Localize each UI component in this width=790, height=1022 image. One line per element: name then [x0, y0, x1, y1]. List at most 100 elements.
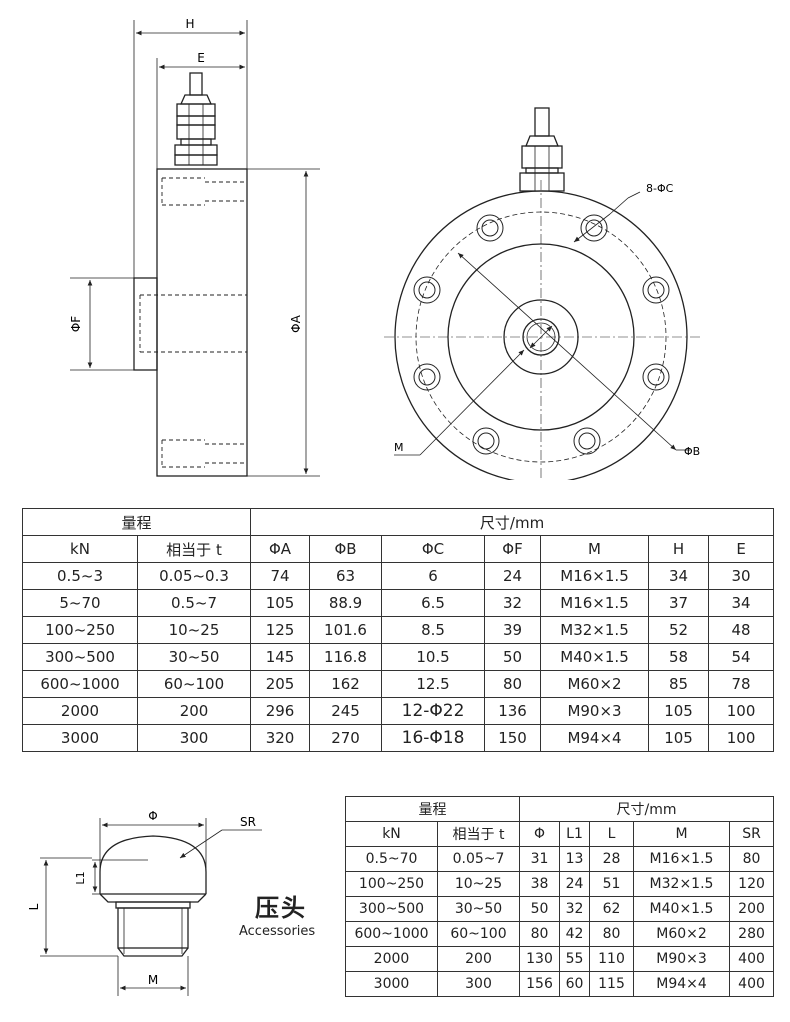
column-header: ΦC — [381, 535, 486, 563]
table-cell: 300 — [437, 971, 520, 997]
table-cell: 50 — [484, 643, 542, 671]
table-cell: 300~500 — [345, 896, 438, 922]
table-cell: 63 — [309, 562, 383, 590]
table-cell: 32 — [559, 896, 590, 922]
table-cell: 10.5 — [381, 643, 486, 671]
table-header-row: kN 相当于 t Φ L1 L M SR — [345, 821, 775, 847]
table-cell: 60 — [559, 971, 590, 997]
table-cell: 80 — [589, 921, 634, 947]
table-cell: 6.5 — [381, 589, 486, 617]
table-cell: 50 — [519, 896, 560, 922]
table-cell: 0.5~7 — [136, 589, 252, 617]
table-cell: M60×2 — [633, 921, 730, 947]
table-cell: 80 — [484, 670, 542, 698]
table-cell: 34 — [708, 589, 775, 617]
table-cell: M94×4 — [540, 724, 650, 752]
table-cell: M16×1.5 — [633, 846, 730, 872]
accessory-subtitle: Accessories — [239, 924, 316, 939]
table-cell: 296 — [250, 697, 311, 725]
table-cell: 115 — [589, 971, 634, 997]
header-dims: 尺寸/mm — [518, 796, 775, 822]
column-header: SR — [728, 821, 775, 847]
column-header: Φ — [519, 821, 560, 847]
table-cell: 12.5 — [381, 670, 486, 698]
table-cell: 88.9 — [309, 589, 383, 617]
front-view-drawing: 8-ΦC M ΦB — [384, 107, 700, 480]
table-cell: 0.05~7 — [437, 846, 520, 872]
table-cell: 116.8 — [309, 643, 383, 671]
table-cell: 105 — [648, 724, 710, 752]
table-cell: 52 — [648, 616, 710, 644]
table-cell: 10~25 — [437, 871, 520, 897]
table-cell: 5~70 — [22, 589, 138, 617]
table-cell: M90×3 — [633, 946, 730, 972]
table-cell: 110 — [589, 946, 634, 972]
table-cell: 85 — [648, 670, 710, 698]
table-cell: 31 — [519, 846, 560, 872]
table-cell: 200 — [728, 896, 775, 922]
table-cell: 8.5 — [381, 616, 486, 644]
table-cell: 51 — [589, 871, 634, 897]
label-sr: SR — [240, 815, 256, 829]
accessory-title: 压头 — [255, 894, 307, 922]
column-header: M — [540, 535, 650, 563]
table-cell: 100 — [708, 724, 775, 752]
table-cell: 156 — [519, 971, 560, 997]
table-cell: M40×1.5 — [540, 643, 650, 671]
column-header: 相当于 t — [136, 535, 252, 563]
column-header: H — [648, 535, 710, 563]
table-cell: 125 — [250, 616, 311, 644]
table-cell: 130 — [519, 946, 560, 972]
table-cell: 30~50 — [136, 643, 252, 671]
label-phi-a: ΦA — [289, 314, 303, 332]
table-cell: 24 — [559, 871, 590, 897]
table-cell: 0.5~3 — [22, 562, 138, 590]
table-cell: 400 — [728, 971, 775, 997]
table-cell: M32×1.5 — [540, 616, 650, 644]
table-cell: 28 — [589, 846, 634, 872]
table-cell: 62 — [589, 896, 634, 922]
table-cell: 100 — [708, 697, 775, 725]
table-cell: 100~250 — [22, 616, 138, 644]
table-cell: 24 — [484, 562, 542, 590]
table-cell: 37 — [648, 589, 710, 617]
column-header: L — [589, 821, 634, 847]
column-header: M — [633, 821, 730, 847]
table-cell: 0.5~70 — [345, 846, 438, 872]
table-cell: 145 — [250, 643, 311, 671]
label-h: H — [185, 17, 194, 31]
table-cell: 78 — [708, 670, 775, 698]
label-holes: 8-ΦC — [646, 182, 674, 195]
label-phi-f: ΦF — [69, 316, 83, 332]
table-cell: 320 — [250, 724, 311, 752]
table-cell: 80 — [519, 921, 560, 947]
table-cell: M32×1.5 — [633, 871, 730, 897]
table-cell: 200 — [437, 946, 520, 972]
table-cell: M90×3 — [540, 697, 650, 725]
table-cell: M16×1.5 — [540, 589, 650, 617]
table-cell: 270 — [309, 724, 383, 752]
table-cell: 400 — [728, 946, 775, 972]
table-cell: 136 — [484, 697, 542, 725]
table-cell: 12-Φ22 — [381, 697, 486, 725]
table-cell: 55 — [559, 946, 590, 972]
accessory-drawing: Φ SR L1 L M — [27, 809, 262, 996]
table-cell: 60~100 — [437, 921, 520, 947]
table-cell: 3000 — [345, 971, 438, 997]
table-cell: 0.05~0.3 — [136, 562, 252, 590]
table-cell: 30~50 — [437, 896, 520, 922]
label-m: M — [394, 441, 404, 454]
table-cell: 200 — [136, 697, 252, 725]
table-cell: 32 — [484, 589, 542, 617]
table-cell: 105 — [648, 697, 710, 725]
table-cell: 280 — [728, 921, 775, 947]
